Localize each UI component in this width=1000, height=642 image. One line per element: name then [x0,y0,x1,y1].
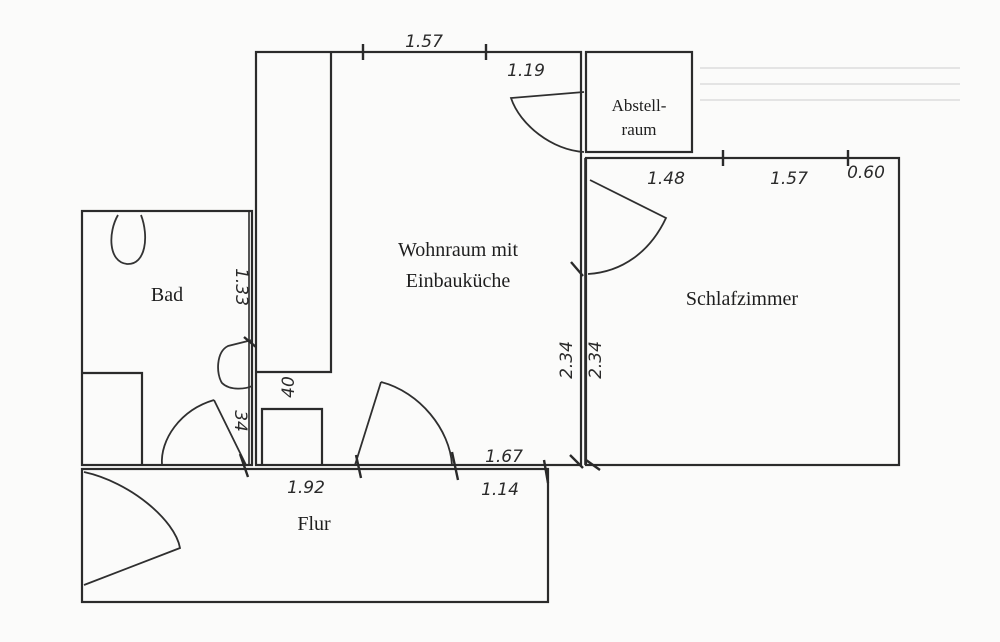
dim-bad-wall: 1.33 [231,268,251,306]
dim-top-right: 1.19 [507,61,545,81]
dim-wall-left: 2.34 [557,341,577,379]
label-bad: Bad [151,284,183,306]
wall-flur [80,467,550,604]
dim-flur-192: 1.92 [287,478,325,498]
kitchen-cabinet [260,407,324,465]
label-flur: Flur [297,513,331,535]
door-wohnraum-icon [354,381,453,466]
dim-short-34: 34 [230,410,250,432]
dimension-ticks [238,44,850,484]
label-wohnraum-line2: Einbauküche [406,270,511,292]
doors [83,91,668,586]
dim-short-40: 40 [279,376,299,398]
label-abstellraum-line1: Abstell- [612,96,667,115]
label-schlafzimmer: Schlafzimmer [686,288,799,310]
door-flur-icon [83,471,182,586]
dim-bed-3: 0.60 [847,163,885,183]
door-abstellraum-icon [509,91,585,153]
walls [80,50,901,604]
dim-wall-right: 2.34 [586,341,606,379]
label-wohnraum-line1: Wohnraum mit [398,239,518,261]
wall-bad [80,209,254,467]
fixtures [110,214,253,390]
wall-abstellraum [584,50,694,154]
label-abstellraum-line2: raum [622,120,657,139]
dim-top-width: 1.57 [405,32,443,52]
toilet-icon [110,214,147,265]
wall-schlafzimmer [584,156,901,467]
bad-storage [82,371,144,465]
dim-flur-167: 1.67 [485,447,523,467]
wall-wohnraum [254,50,583,467]
dim-bed-1: 1.48 [647,169,685,189]
door-schlafzimmer-icon [587,179,668,275]
scan-artifacts [700,67,960,101]
washbasin-icon [217,339,253,390]
kitchen-counter [256,52,333,374]
dim-bed-2: 1.57 [770,169,808,189]
dim-flur-114: 1.14 [481,480,519,500]
